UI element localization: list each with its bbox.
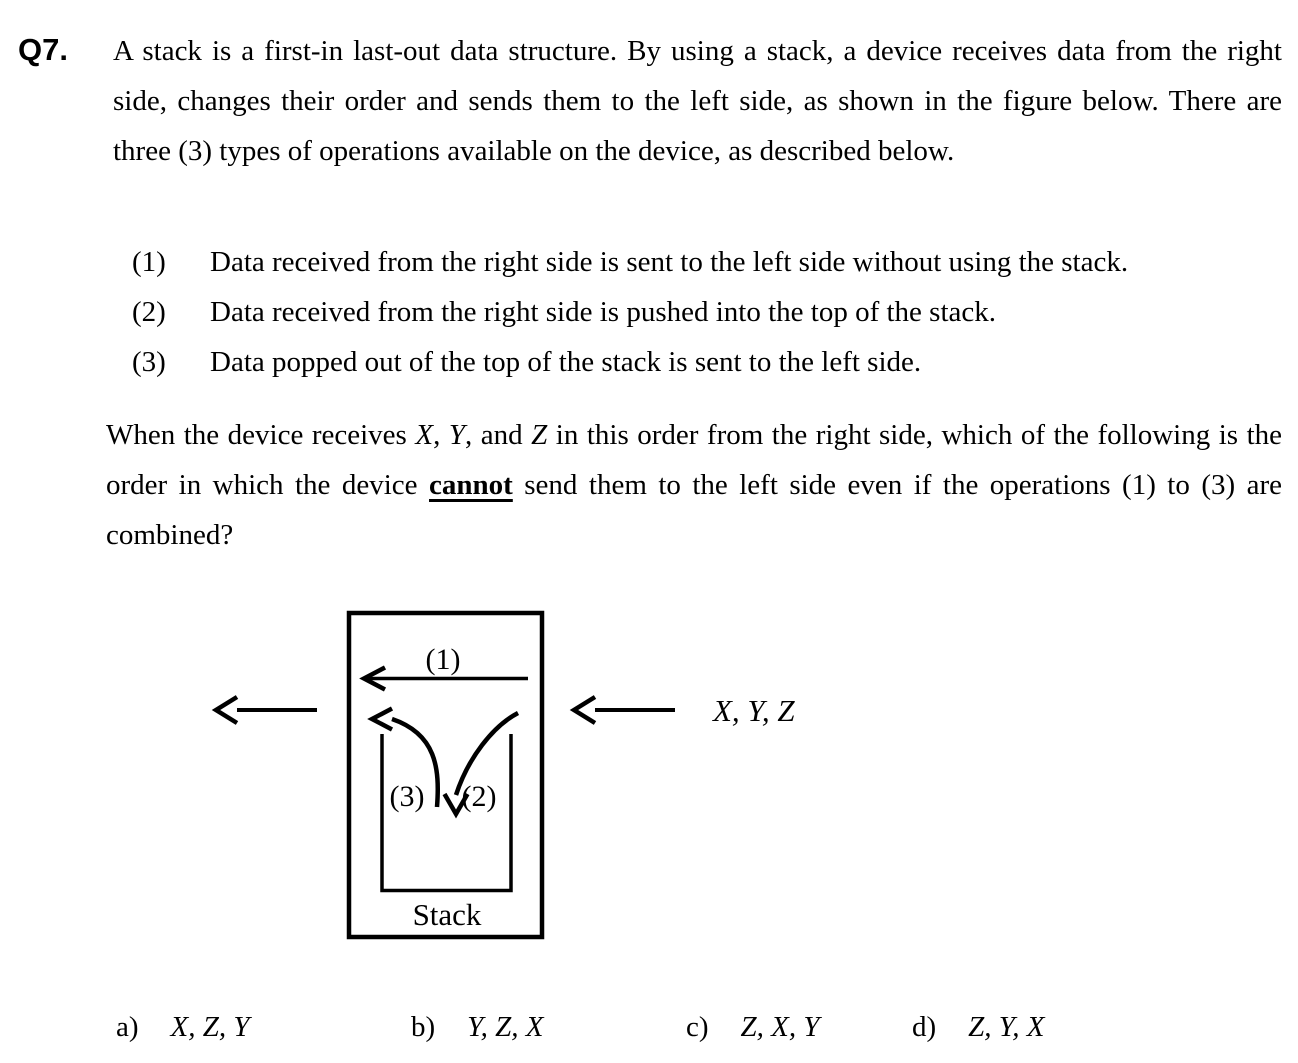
device-box <box>346 610 545 940</box>
prompt-text: , <box>433 419 449 451</box>
option-value: Z, Y, X <box>968 1011 1045 1043</box>
stack-container-shape <box>380 734 513 893</box>
operation-item-2: (2) Data received from the right side is … <box>132 287 1272 337</box>
variable-z: Z <box>531 419 548 451</box>
answer-option-b: b) Y, Z, X <box>411 1002 543 1052</box>
figure-op1-label: (1) <box>426 643 461 676</box>
operation-text: Data popped out of the top of the stack … <box>210 346 922 378</box>
answer-option-a: a) X, Z, Y <box>116 1002 250 1052</box>
option-letter: a) <box>116 1011 139 1043</box>
op2-push-curve <box>453 711 520 796</box>
prompt-text: When the device receives <box>106 419 416 451</box>
variable-y: Y <box>448 419 465 451</box>
operations-list: (1) Data received from the right side is … <box>132 237 1272 387</box>
question-prompt-paragraph: When the device receives X, Y, and Z in … <box>106 410 1282 560</box>
prompt-text: send them to the left side even if the o… <box>106 469 1282 551</box>
op3-pop-curve <box>391 716 440 808</box>
output-arrowhead-left-icon <box>211 695 239 725</box>
device-stack-figure: (1) (3) (2) Stack X, Y, Z <box>211 610 795 940</box>
cannot-emphasis: cannot <box>429 469 513 501</box>
question-intro-paragraph: A stack is a first-in last-out data stru… <box>113 35 1282 167</box>
operation-text: Data received from the right side is sen… <box>210 246 1129 278</box>
operation-text: Data received from the right side is pus… <box>210 296 997 328</box>
option-value: Y, Z, X <box>467 1011 544 1043</box>
op2-arrowhead-down-icon <box>442 792 470 819</box>
option-letter: b) <box>411 1011 436 1043</box>
input-sequence-label: X, Y, Z <box>711 693 795 728</box>
op3-arrowhead-left-icon <box>367 706 394 732</box>
operation-item-3: (3) Data popped out of the top of the sta… <box>132 337 1272 387</box>
option-value: X, Z, Y <box>170 1011 250 1043</box>
variable-x: X <box>415 419 434 451</box>
figure-op3-label: (3) <box>390 780 425 813</box>
stack-label: Stack <box>413 897 482 932</box>
operation-marker: (1) <box>132 246 166 278</box>
op1-arrowhead-left-icon <box>359 665 387 692</box>
answer-option-d: d) Z, Y, X <box>912 1002 1044 1052</box>
figure-op2-label: (2) <box>462 780 497 813</box>
prompt-text: in this order from the right side, which… <box>106 419 1283 501</box>
option-letter: d) <box>912 1011 937 1043</box>
answer-options-row: a) X, Z, Y b) Y, Z, X c) Z, X, Y d) Z, Y, X <box>0 1002 1298 1052</box>
input-arrowhead-left-icon <box>569 695 597 725</box>
option-value: Z, X, Y <box>740 1011 820 1043</box>
operation-marker: (2) <box>132 296 166 328</box>
answer-option-c: c) Z, X, Y <box>686 1002 820 1052</box>
option-letter: c) <box>686 1011 709 1043</box>
prompt-text: , and <box>464 419 532 451</box>
operation-item-1: (1) Data received from the right side is … <box>132 237 1272 287</box>
question-number: Q7. <box>18 32 68 67</box>
operation-marker: (3) <box>132 346 166 378</box>
